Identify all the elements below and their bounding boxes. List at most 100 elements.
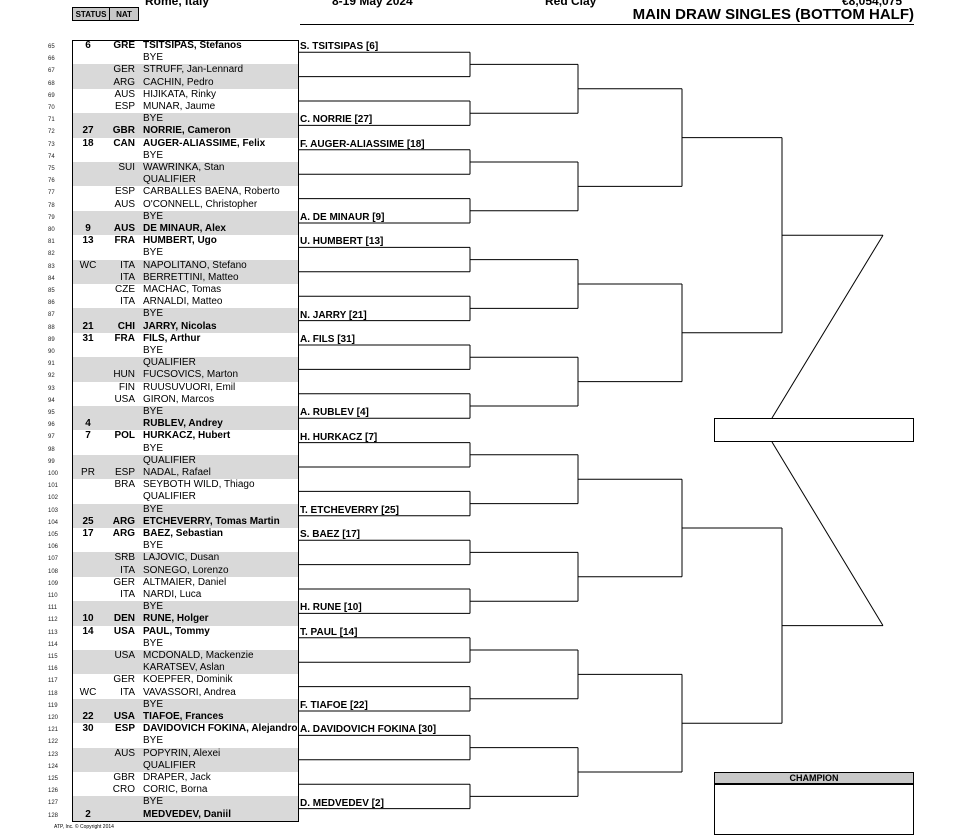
draw-position-number: 89 xyxy=(48,336,55,343)
entry-nationality: USA xyxy=(113,625,135,637)
entry-player-name: BYE xyxy=(143,52,164,64)
draw-position-number: 77 xyxy=(48,190,55,197)
draw-position-number: 128 xyxy=(48,812,59,819)
draw-entry-row: BYE xyxy=(73,540,298,552)
entry-nationality: USA xyxy=(114,393,135,405)
second-round-winner: A. DAVIDOVICH FOKINA [30] xyxy=(300,724,437,736)
entry-nationality: ARG xyxy=(112,515,135,527)
entry-player-name: LAJOVIC, Dusan xyxy=(143,552,220,564)
draw-entry-row: QUALIFIER xyxy=(73,491,298,503)
tournament-surface: Red Clay xyxy=(545,0,597,8)
second-round-winner: A. RUBLEV [4] xyxy=(300,407,369,419)
entry-nationality: GER xyxy=(113,64,135,76)
draw-position-number: 70 xyxy=(48,105,55,111)
draw-entry-row: QUALIFIER xyxy=(73,759,298,772)
entry-player-name: BYE xyxy=(143,210,164,222)
entry-status: 25 xyxy=(82,515,94,527)
draw-position-number: 84 xyxy=(48,275,55,282)
second-round-winner: A. FILS [31] xyxy=(300,334,356,345)
draw-position-number: 115 xyxy=(48,654,58,660)
entry-player-name: QUALIFIER xyxy=(143,357,196,369)
draw-entry-row: BYE xyxy=(73,247,298,259)
entry-player-name: BYE xyxy=(143,503,164,515)
entry-player-name: GIRON, Marcos xyxy=(143,393,215,405)
entry-nationality: SUI xyxy=(118,162,135,173)
entry-player-name: STRUFF, Jan-Lennard xyxy=(143,64,244,76)
draw-position-number: 88 xyxy=(48,324,55,331)
draw-position-number: 121 xyxy=(48,727,59,734)
entry-nationality: CAN xyxy=(113,137,135,149)
entry-nationality: CHI xyxy=(117,320,135,332)
entry-player-name: BYE xyxy=(143,113,164,125)
draw-position-number: 111 xyxy=(48,605,58,612)
draw-position-number: 74 xyxy=(48,153,55,160)
entry-player-name: NARDI, Luca xyxy=(143,589,202,600)
second-round-winner: N. JARRY [21] xyxy=(300,309,367,321)
draw-position-number: 65 xyxy=(48,44,55,50)
tournament-dates: 8-19 May 2024 xyxy=(332,0,413,8)
entry-player-name: BERRETTINI, Matteo xyxy=(143,271,239,283)
second-round-winner: T. PAUL [14] xyxy=(300,626,358,638)
draw-entry-row: BYE xyxy=(73,503,298,516)
draw-entry-row: GER STRUFF, Jan-Lennard xyxy=(73,64,298,77)
entry-nationality: ITA xyxy=(120,589,135,600)
draw-position-number: 82 xyxy=(48,251,55,258)
second-round-winner: F. TIAFOE [22] xyxy=(300,700,368,711)
entry-player-name: CORIC, Borna xyxy=(143,784,208,796)
entry-player-name: MACHAC, Tomas xyxy=(143,284,222,295)
draw-position-number: 90 xyxy=(48,349,55,355)
entry-status: 22 xyxy=(82,711,94,722)
entry-player-name: BYE xyxy=(143,149,164,161)
status-column-header: STATUS xyxy=(72,7,110,21)
entry-player-name: BYE xyxy=(143,637,164,649)
draw-position-number: 79 xyxy=(48,214,55,221)
entry-status: WC xyxy=(79,686,97,698)
draw-position-number: 92 xyxy=(48,373,55,380)
draw-entry-row: BYE xyxy=(73,698,298,711)
draw-entry-row: BYE xyxy=(73,113,298,126)
draw-position-number: 119 xyxy=(48,702,58,709)
entry-player-name: HIJIKATA, Rinky xyxy=(143,88,216,100)
draw-position-number: 75 xyxy=(48,166,55,172)
entry-status: 21 xyxy=(82,320,94,332)
second-round-winner: H. RUNE [10] xyxy=(300,602,362,614)
entry-player-name: DE MINAUR, Alex xyxy=(143,223,226,234)
draw-position-number: 72 xyxy=(48,129,55,136)
draw-position-number: 127 xyxy=(48,800,59,807)
entry-player-name: POPYRIN, Alexei xyxy=(143,747,221,759)
entry-player-name: O'CONNELL, Christopher xyxy=(143,198,258,210)
draw-position-number: 106 xyxy=(48,544,59,551)
entry-nationality: GBR xyxy=(113,772,135,783)
draw-entry-row: ITA NARDI, Luca xyxy=(73,589,298,601)
draw-entry-row: KARATSEV, Aslan xyxy=(73,662,298,675)
draw-position-number: 68 xyxy=(48,80,55,87)
draw-position-number: 69 xyxy=(48,92,55,99)
entry-player-name: BYE xyxy=(143,406,164,417)
entry-status: PR xyxy=(81,467,95,478)
draw-position-number: 100 xyxy=(48,471,59,477)
entry-player-name: JARRY, Nicolas xyxy=(143,320,217,332)
draw-position-number: 103 xyxy=(48,507,59,514)
entry-nationality: CZE xyxy=(115,284,135,295)
draw-position-number: 71 xyxy=(48,117,55,124)
entry-status: 6 xyxy=(85,40,91,51)
entry-player-name: MUNAR, Jaume xyxy=(143,101,216,112)
entry-nationality: AUS xyxy=(114,88,135,100)
second-round-winner: S. BAEZ [17] xyxy=(300,529,361,541)
entry-player-name: KOEPFER, Dominik xyxy=(143,674,233,686)
draw-position-number: 113 xyxy=(48,629,58,636)
entry-player-name: QUALIFIER xyxy=(143,174,196,186)
draw-position-number: 108 xyxy=(48,568,59,575)
entry-nationality: FRA xyxy=(114,332,135,344)
